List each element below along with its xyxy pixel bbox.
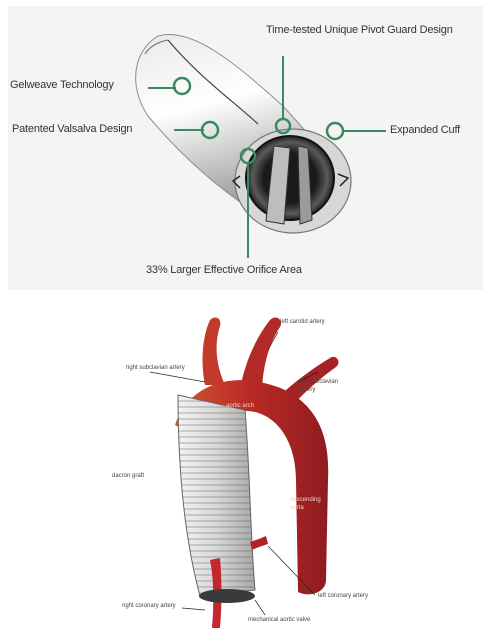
- label-dacron-graft: dacron graft: [112, 472, 162, 480]
- label-right-coronary: right coronary artery: [122, 602, 182, 610]
- aorta-illustration: [0, 290, 483, 644]
- label-valsalva: Patented Valsalva Design: [12, 123, 132, 135]
- label-left-coronary: left coronary artery: [318, 592, 388, 600]
- label-descending-aorta: descending aorta: [290, 496, 335, 512]
- label-expanded-cuff: Expanded Cuff: [390, 124, 460, 136]
- label-left-subclavian: left subclavian artery: [300, 378, 355, 394]
- right-subclavian-branch: [203, 318, 225, 385]
- label-pivot-guard-line1: Time-tested Unique Pivot Guard Design: [266, 24, 453, 36]
- label-right-subclavian: right subclavian artery: [126, 364, 186, 372]
- label-gelweave: Gelweave Technology: [10, 79, 114, 91]
- mechanical-valve: [199, 589, 255, 603]
- label-aortic-arch: aortic arch: [226, 402, 254, 410]
- valved-conduit-illustration: [8, 6, 483, 290]
- label-mechanical-valve: mechanical aortic valve: [248, 616, 343, 624]
- label-orifice-area: 33% Larger Effective Orifice Area: [146, 264, 302, 276]
- callout-cuff: [327, 123, 386, 139]
- left-coronary-artery: [250, 536, 268, 550]
- label-left-carotid: left carotid artery: [280, 318, 330, 326]
- valved-conduit-figure: Time-tested Unique Pivot Guard Design Ge…: [8, 6, 483, 290]
- aorta-graft-figure: left carotid artery right subclavian art…: [0, 290, 483, 644]
